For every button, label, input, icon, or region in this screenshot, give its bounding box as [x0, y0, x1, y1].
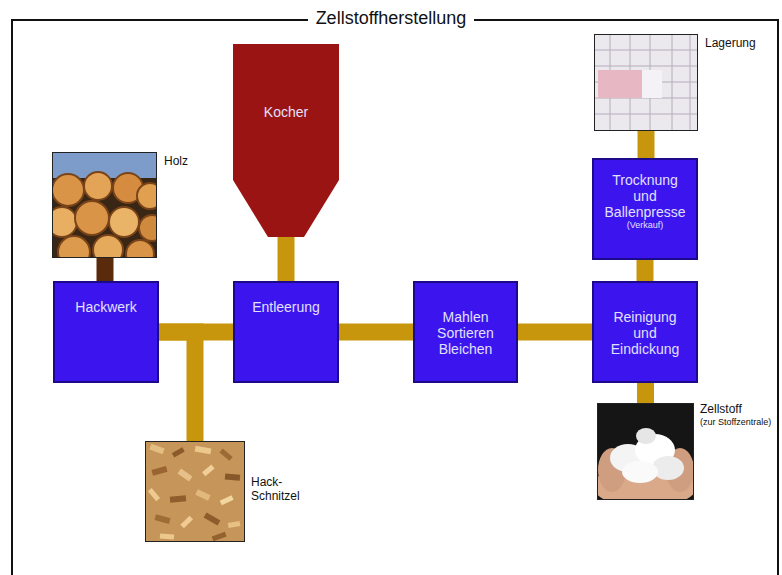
picture-frame: Holz: [52, 152, 157, 258]
step-name: Entleerung: [252, 299, 320, 315]
pipe-connector: [278, 237, 295, 281]
picture-caption: Zellstoff: [699, 403, 772, 417]
step-name: Mahlen Sortieren Bleichen: [424, 309, 508, 357]
process-box: Mahlen Sortieren Bleichen: [413, 281, 518, 383]
step-name: Reinigung und Eindickung: [603, 309, 687, 357]
process-box: Trocknung und Ballenpresse(Verkauf): [592, 158, 698, 260]
box-text-group: Trocknung und Ballenpresse(Verkauf): [594, 160, 696, 258]
frame-border: [12, 20, 778, 575]
wood-chips-picture: [145, 441, 245, 542]
silo-text-group: Kocher: [233, 104, 339, 120]
silo-shape: [233, 44, 339, 237]
pipe-connector: [637, 260, 654, 281]
picture-label: Lagerung: [704, 37, 757, 51]
process-box: Reinigung und Eindickung: [592, 281, 698, 383]
picture-caption: Holz: [163, 155, 189, 169]
pipe-connector: [638, 131, 655, 158]
pulp-bales-picture: [594, 34, 698, 131]
step-name: Hackwerk: [75, 299, 136, 315]
pipe-connector: [637, 383, 654, 403]
box-text-group: Entleerung: [235, 283, 337, 381]
pipe-connector: [97, 258, 114, 281]
pipe-connector: [159, 332, 195, 441]
picture-caption: (zur Stoffzentrale): [699, 417, 772, 427]
pipe-connector: [518, 324, 592, 341]
wood-logs-picture: [52, 152, 157, 258]
title-row: Zellstoffherstellung: [0, 8, 782, 29]
step-note: (Verkauf): [627, 220, 664, 230]
step-name: Kocher: [233, 104, 339, 120]
picture-caption: Hack- Schnitzel: [250, 476, 312, 504]
picture-label: Hack- Schnitzel: [250, 476, 312, 504]
silo-outline: [233, 44, 339, 237]
process-box: Entleerung: [233, 281, 339, 383]
process-box: Hackwerk: [53, 281, 159, 383]
picture-label: Holz: [163, 155, 189, 169]
box-text-group: Mahlen Sortieren Bleichen: [415, 283, 516, 381]
picture-label: Zellstoff(zur Stoffzentrale): [699, 403, 772, 427]
pipe-connector: [339, 324, 413, 341]
pulp-in-hands-picture: [597, 403, 694, 500]
picture-frame: Hack- Schnitzel: [145, 441, 245, 542]
box-text-group: Hackwerk: [55, 283, 157, 381]
picture-frame: Lagerung: [594, 34, 698, 131]
box-text-group: Reinigung und Eindickung: [594, 283, 696, 381]
diagram-title: Zellstoffherstellung: [308, 8, 475, 28]
picture-frame: Zellstoff(zur Stoffzentrale): [597, 403, 694, 500]
picture-caption: Lagerung: [704, 37, 757, 51]
digester-silo: Kocher: [233, 44, 339, 237]
step-name: Trocknung und Ballenpresse: [603, 172, 687, 220]
